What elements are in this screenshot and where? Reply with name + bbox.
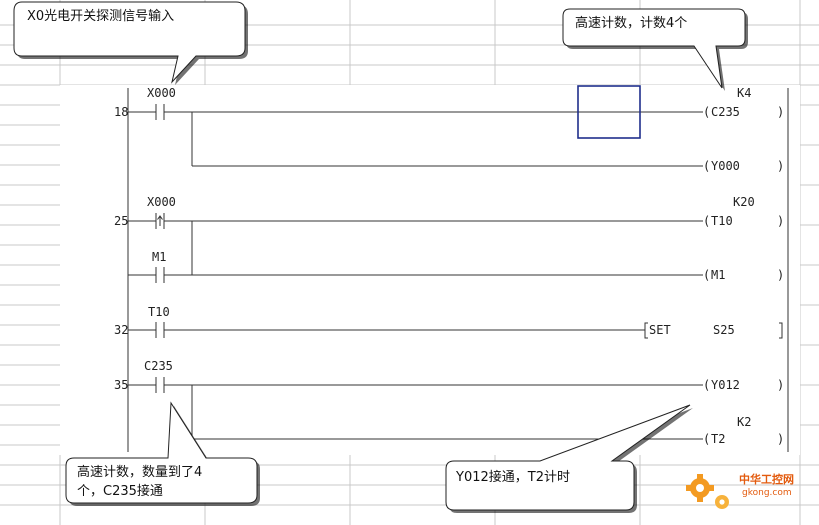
- step-number: 32: [114, 323, 128, 337]
- callout-x0-input: X0光电开关探测信号输入: [13, 1, 248, 85]
- contact-label: X000: [147, 195, 176, 209]
- set-instruction[interactable]: SET S25: [644, 322, 783, 339]
- ladder-sheet: [60, 85, 800, 455]
- callout-text: 高速计数，计数4个: [575, 15, 687, 31]
- svg-text:): ): [777, 378, 784, 392]
- coil-name: T2: [711, 432, 725, 446]
- callout-text: X0光电开关探测信号输入: [27, 8, 174, 24]
- step-number: 25: [114, 214, 128, 228]
- watermark-url: gkong.com: [742, 488, 792, 498]
- no-contact[interactable]: [128, 267, 703, 283]
- svg-text:): ): [777, 268, 784, 282]
- callout-counter: 高速计数，计数4个: [562, 8, 748, 91]
- svg-text:(: (: [703, 432, 710, 446]
- svg-text:): ): [777, 214, 784, 228]
- rung-18: 18 X000 K4 ( C235 ) ( Y000 ): [114, 85, 784, 173]
- no-contact[interactable]: [128, 322, 645, 338]
- coil-name: T10: [711, 214, 733, 228]
- coil-constant: K2: [737, 415, 751, 429]
- svg-text:): ): [777, 105, 784, 119]
- no-contact[interactable]: [128, 104, 703, 167]
- coil-T10[interactable]: ( T10 ): [703, 214, 784, 228]
- coil-name: Y000: [711, 159, 740, 173]
- rising-edge-contact[interactable]: [128, 213, 703, 275]
- callout-line-2: 个，C235接通: [77, 483, 163, 499]
- contact-label: M1: [152, 250, 166, 264]
- watermark-name: 中华工控网: [739, 472, 794, 486]
- callout-line-1: 高速计数，数量到了4: [77, 464, 202, 480]
- svg-text:(: (: [703, 214, 710, 228]
- callout-text: Y012接通，T2计时: [455, 469, 570, 485]
- coil-Y000[interactable]: ( Y000 ): [703, 159, 784, 173]
- coil-C235[interactable]: ( C235 ): [703, 105, 784, 119]
- selection-highlight-box[interactable]: [577, 85, 641, 139]
- step-number: 35: [114, 378, 128, 392]
- svg-text:(: (: [703, 159, 710, 173]
- svg-text:): ): [777, 159, 784, 173]
- coil-name: C235: [711, 105, 740, 119]
- contact-label: X000: [147, 86, 176, 100]
- watermark-logo: 中华工控网 gkong.com: [686, 472, 794, 509]
- power-rails: [127, 88, 789, 452]
- callout-y012-on: Y012接通，T2计时: [445, 404, 693, 513]
- svg-text:(: (: [703, 268, 710, 282]
- step-number: 18: [114, 105, 128, 119]
- coil-name: M1: [711, 268, 725, 282]
- contact-label: T10: [148, 305, 170, 319]
- svg-text:): ): [777, 432, 784, 446]
- coil-M1[interactable]: ( M1 ): [703, 268, 784, 282]
- rung-32: 32 T10 SET S25: [114, 305, 783, 339]
- callout-count-reached: 高速计数，数量到了4 个，C235接通: [65, 401, 260, 506]
- coil-name: Y012: [711, 378, 740, 392]
- rung-25: 25 X000 K20 ( T10 ) M1 ( M1 ): [114, 195, 784, 283]
- contact-label: C235: [144, 359, 173, 373]
- svg-text:(: (: [703, 378, 710, 392]
- coil-T2[interactable]: ( T2 ): [703, 432, 784, 446]
- coil-constant: K4: [737, 86, 751, 100]
- coil-constant: K20: [733, 195, 755, 209]
- svg-text:(: (: [703, 105, 710, 119]
- instruction-name: SET: [649, 323, 671, 337]
- instruction-operand: S25: [713, 323, 735, 337]
- coil-Y012[interactable]: ( Y012 ): [703, 378, 784, 392]
- gear-icon: [686, 474, 729, 509]
